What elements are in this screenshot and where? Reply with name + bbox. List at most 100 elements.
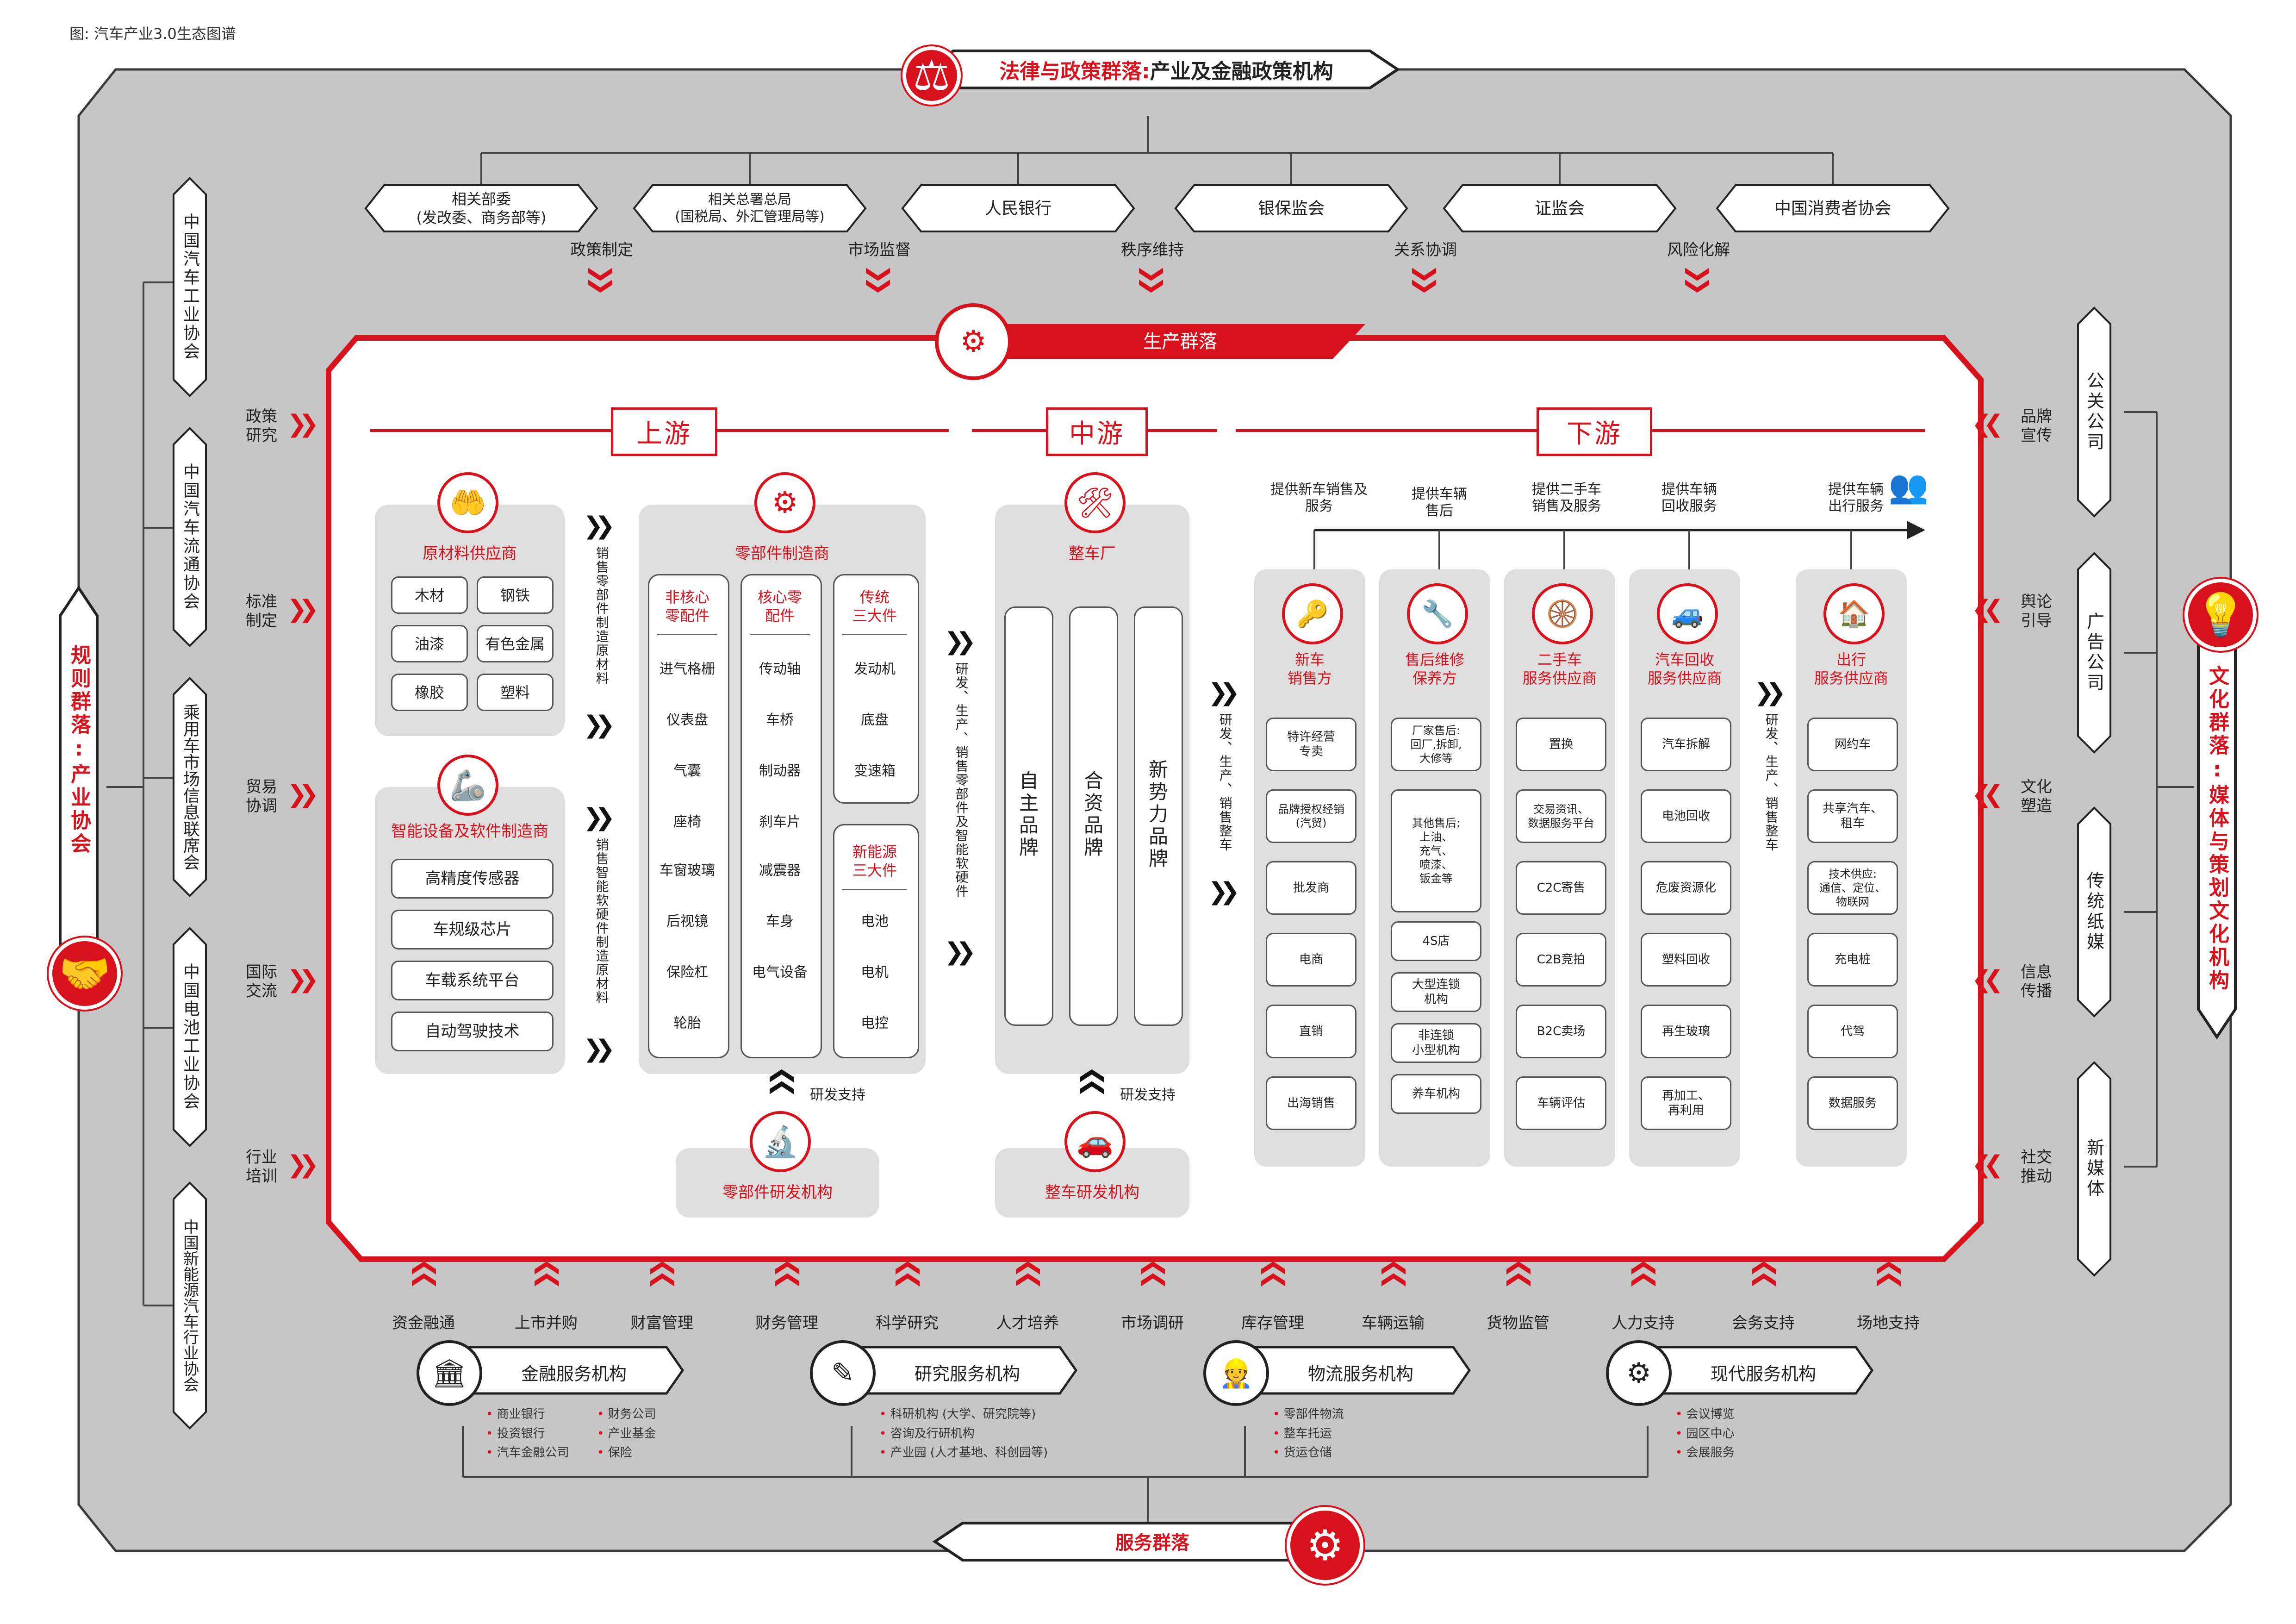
ds-item: 养车机构: [1391, 1074, 1481, 1114]
service-org-list: • 零部件物流• 整车托运• 货运仓储: [1273, 1405, 1344, 1463]
chassis-icon: 🛞: [1532, 583, 1593, 644]
rules-function-4: 行业 培训: [246, 1148, 277, 1186]
law-function-2: 秩序维持: [1121, 241, 1184, 259]
parts-item: 刹车片: [759, 814, 801, 830]
ds-item: 电商: [1266, 933, 1356, 987]
chevron-up-icon: ❯❯: [892, 1266, 920, 1290]
ds-item: 批发商: [1266, 861, 1356, 915]
culture-function-2: 文化 塑造: [2021, 778, 2052, 815]
law-title: 法律与政策群落:产业及金融政策机构: [999, 60, 1333, 83]
parts-item: 减震器: [759, 862, 801, 879]
bullet-icon: •: [1273, 1407, 1284, 1421]
chevron-right-icon: ❯❯: [583, 1035, 615, 1063]
service-org-item: • 货运仓储: [1273, 1446, 1332, 1460]
service-org-item: • 汽车金融公司: [486, 1446, 569, 1460]
bullet-icon: •: [1273, 1426, 1284, 1441]
ds-top-label: 提供车辆 出行服务: [1828, 481, 1884, 514]
bullet-icon: •: [597, 1446, 608, 1460]
bullet-icon: •: [1273, 1446, 1284, 1460]
parts-item: 传动轴: [759, 661, 801, 677]
factory-gear-icon: ⚙: [935, 303, 1012, 380]
ds-top-label: 提供车辆 售后: [1412, 486, 1467, 519]
parts-item: 保险杠: [666, 964, 708, 981]
oem-brand: 合资品牌: [1081, 770, 1104, 859]
parts-rd-support: 研发支持: [810, 1087, 865, 1103]
service-org-item: • 整车托运: [1273, 1426, 1332, 1441]
ds-col-title: 二手车 服务供应商: [1522, 651, 1597, 687]
chevron-up-icon: ❯❯: [1257, 1266, 1286, 1290]
raw-item: 塑料: [477, 674, 554, 711]
ds-item: C2C寄售: [1516, 861, 1606, 915]
oem-rd-support: 研发支持: [1120, 1087, 1176, 1103]
chevron-left-icon: ❮❮: [1972, 1151, 2004, 1179]
bullet-icon: •: [1675, 1407, 1686, 1421]
law-org-csrc: 证监会: [1534, 199, 1585, 218]
service-support-label: 财富管理: [630, 1314, 693, 1332]
ds-item: 共享汽车、 租车: [1807, 789, 1898, 843]
law-org-cbirc: 银保监会: [1257, 199, 1325, 218]
service-org-item: • 财务公司: [597, 1407, 656, 1421]
service-org-item: • 投资银行: [486, 1426, 545, 1441]
ds-item: 再生玻璃: [1641, 1005, 1731, 1058]
chevron-right-icon: ❯❯: [583, 711, 615, 739]
parts-item: 仪表盘: [666, 712, 708, 728]
bullet-icon: •: [1675, 1446, 1686, 1460]
culture-function-3: 信息 传播: [2021, 963, 2052, 1000]
parts-item: 车身: [766, 913, 794, 930]
ds-item: 技术供应: 通信、定位、 物联网: [1807, 861, 1898, 915]
ds-col-title: 售后维修 保养方: [1405, 651, 1464, 687]
ds-item: 电池回收: [1641, 789, 1731, 843]
service-org-item: • 咨询及行研机构: [879, 1426, 975, 1441]
parts-col-core: [740, 574, 822, 1058]
rules-assoc-2: 乘用车市场信息联席会: [180, 704, 199, 870]
service-support-label: 人才培养: [996, 1314, 1059, 1332]
parts-item: 电池: [861, 913, 889, 930]
smart-item: 高精度传感器: [391, 859, 554, 899]
rules-function-2: 贸易 协调: [246, 778, 277, 815]
culture-function-4: 社交 推动: [2021, 1148, 2052, 1186]
rules-assoc-0: 中国汽车工业协会: [180, 213, 199, 361]
parts-item: 进气格栅: [660, 661, 715, 677]
service-support-label: 会务支持: [1732, 1314, 1795, 1332]
bullet-icon: •: [597, 1407, 608, 1421]
arrow-label-parts: 研发、生产、销售零部件及智能软硬件: [953, 662, 969, 898]
raw-item: 油漆: [391, 625, 468, 662]
parts-item: 车桥: [766, 712, 794, 728]
chevron-right-icon: ❯❯: [583, 512, 615, 540]
culture-function-1: 舆论 引导: [2021, 593, 2052, 630]
arrow-label-smart: 销售智能软硬件制造原材料: [594, 838, 610, 1005]
handshake-icon: 🤝: [49, 937, 121, 1010]
people-gear-icon: ⚙: [1606, 1340, 1672, 1406]
ds-item: 特许经营 专卖: [1266, 718, 1356, 771]
service-org-item: • 园区中心: [1675, 1426, 1735, 1441]
rules-function-0: 政策 研究: [246, 407, 277, 445]
service-title: 服务群落: [1115, 1532, 1189, 1554]
ds-top-label: 提供车辆 回收服务: [1661, 481, 1717, 514]
service-support-label: 货物监管: [1487, 1314, 1549, 1332]
chevron-right-icon: ❯❯: [583, 804, 615, 831]
bullet-icon: •: [1675, 1426, 1686, 1441]
ds-item: 车辆评估: [1516, 1076, 1606, 1130]
parts-item: 电机: [861, 964, 889, 981]
service-org-title: 金融服务机构: [521, 1364, 627, 1384]
wrench-gear-icon: 🔧: [1407, 583, 1468, 644]
parts-item: 发动机: [854, 661, 896, 677]
parts-item: 制动器: [759, 763, 801, 779]
ds-item: 出海销售: [1266, 1076, 1356, 1130]
bullet-icon: •: [879, 1446, 890, 1460]
arrow-label-raw: 销售零部件制造原材料: [594, 546, 610, 685]
ds-item: 其他售后: 上油、 充气、 喷漆、 钣金等: [1391, 789, 1481, 912]
law-org-cca: 中国消费者协会: [1774, 199, 1891, 218]
parts-col-head: 非核心 零配件: [665, 588, 709, 625]
bullet-icon: •: [486, 1446, 497, 1460]
gear-hands-icon: ⚙: [1287, 1507, 1363, 1584]
parts-item: 电气设备: [752, 964, 808, 981]
raw-item: 木材: [391, 576, 468, 614]
ds-col-title: 汽车回收 服务供应商: [1647, 651, 1722, 687]
rules-assoc-4: 中国新能源汽车行业协会: [180, 1219, 199, 1392]
divider: [750, 634, 810, 635]
service-org-item: • 会议博览: [1675, 1407, 1735, 1421]
law-function-0: 政策制定: [570, 241, 633, 259]
parts-col-head: 新能源 三大件: [852, 843, 897, 879]
